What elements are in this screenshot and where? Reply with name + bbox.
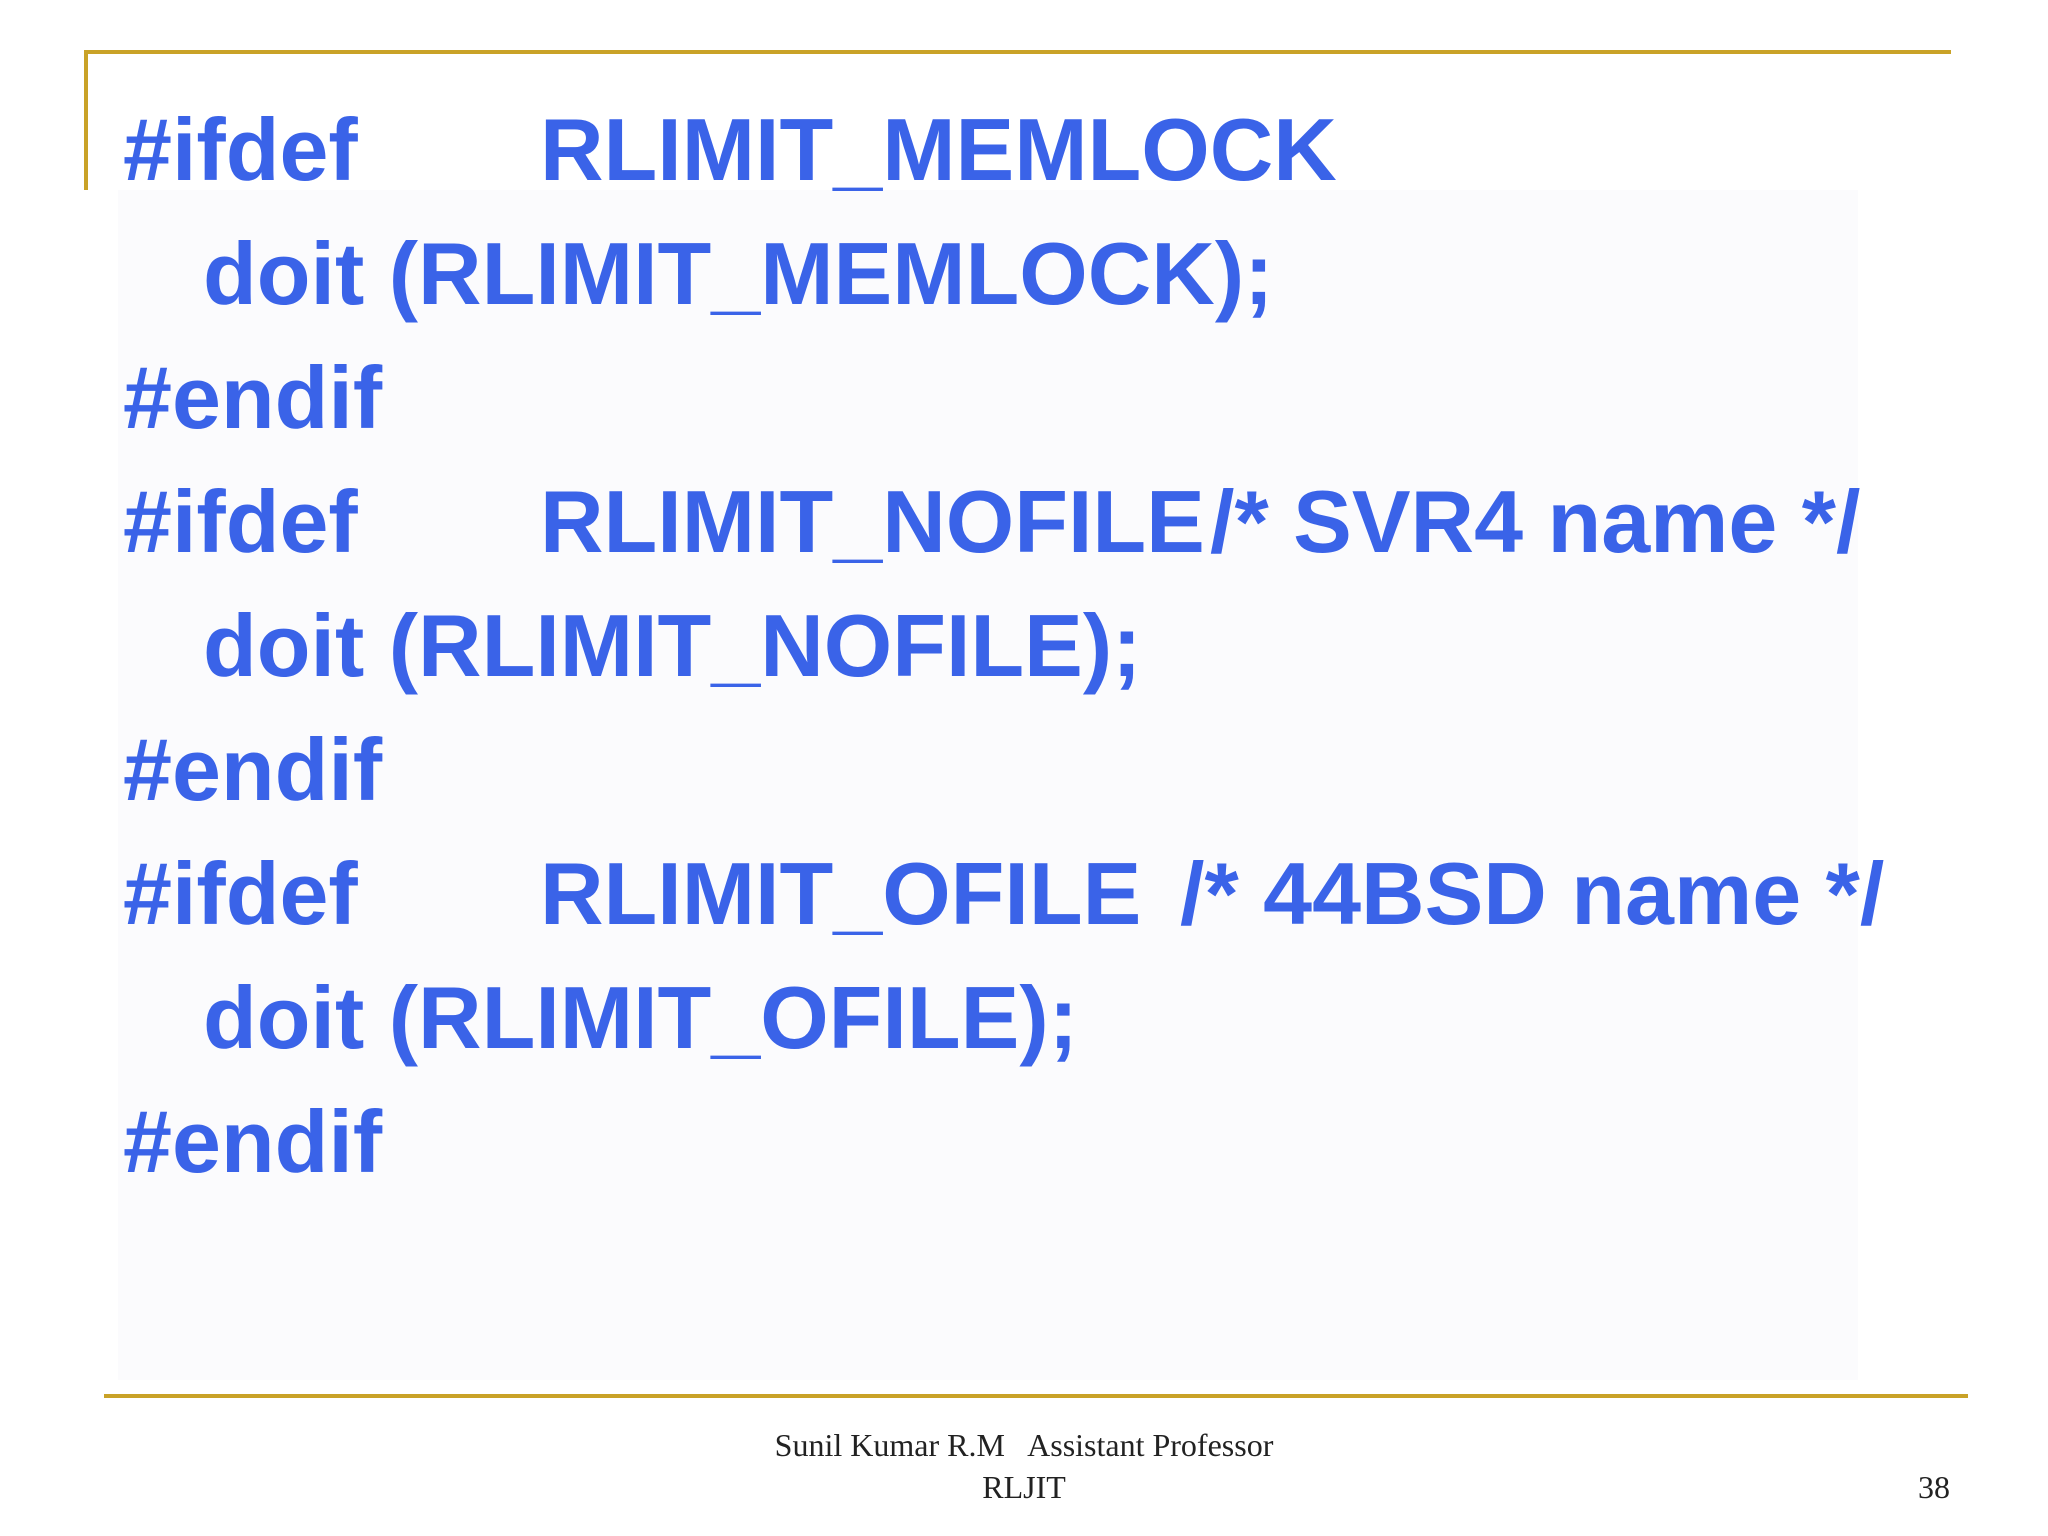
code-statement: doit (RLIMIT_MEMLOCK); [203, 224, 1274, 323]
top-rule [84, 50, 1951, 54]
code-line: #endif [0, 1080, 382, 1204]
code-statement: doit (RLIMIT_OFILE); [203, 968, 1078, 1067]
directive-keyword: #endif [123, 1092, 383, 1191]
code-statement: doit (RLIMIT_NOFILE); [203, 596, 1142, 695]
code-comment: /* SVR4 name */ [1210, 472, 1861, 571]
footer-author: Sunil Kumar R.M Assistant Professor RLJI… [0, 1424, 2048, 1508]
directive-argument: RLIMIT_MEMLOCK [540, 100, 1337, 199]
code-comment: /* 44BSD name */ [1180, 844, 1885, 943]
content-panel [118, 190, 1858, 1380]
directive-argument: RLIMIT_NOFILE [540, 472, 1205, 571]
footer-author-name: Sunil Kumar R.M Assistant Professor [774, 1427, 1274, 1463]
directive-keyword: #ifdef [123, 100, 358, 199]
directive-keyword: #endif [123, 720, 383, 819]
directive-argument: RLIMIT_OFILE [540, 844, 1142, 943]
code-line: #ifdef RLIMIT_OFILE /* 44BSD name */ [0, 832, 1884, 956]
bottom-rule [104, 1394, 1968, 1398]
code-line: #ifdef RLIMIT_MEMLOCK [0, 88, 1337, 212]
code-line: #endif [0, 336, 382, 460]
directive-keyword: #endif [123, 348, 383, 447]
code-line: #ifdef RLIMIT_NOFILE /* SVR4 name */ [0, 460, 1861, 584]
directive-keyword: #ifdef [123, 472, 358, 571]
code-line: #endif [0, 708, 382, 832]
code-line: doit (RLIMIT_MEMLOCK); [0, 212, 1273, 336]
page-number: 38 [1918, 1469, 1950, 1505]
code-line: doit (RLIMIT_OFILE); [0, 956, 1078, 1080]
code-line: doit (RLIMIT_NOFILE); [0, 584, 1141, 708]
footer-institution: RLJIT [982, 1469, 1066, 1505]
left-rule [84, 50, 88, 190]
directive-keyword: #ifdef [123, 844, 358, 943]
